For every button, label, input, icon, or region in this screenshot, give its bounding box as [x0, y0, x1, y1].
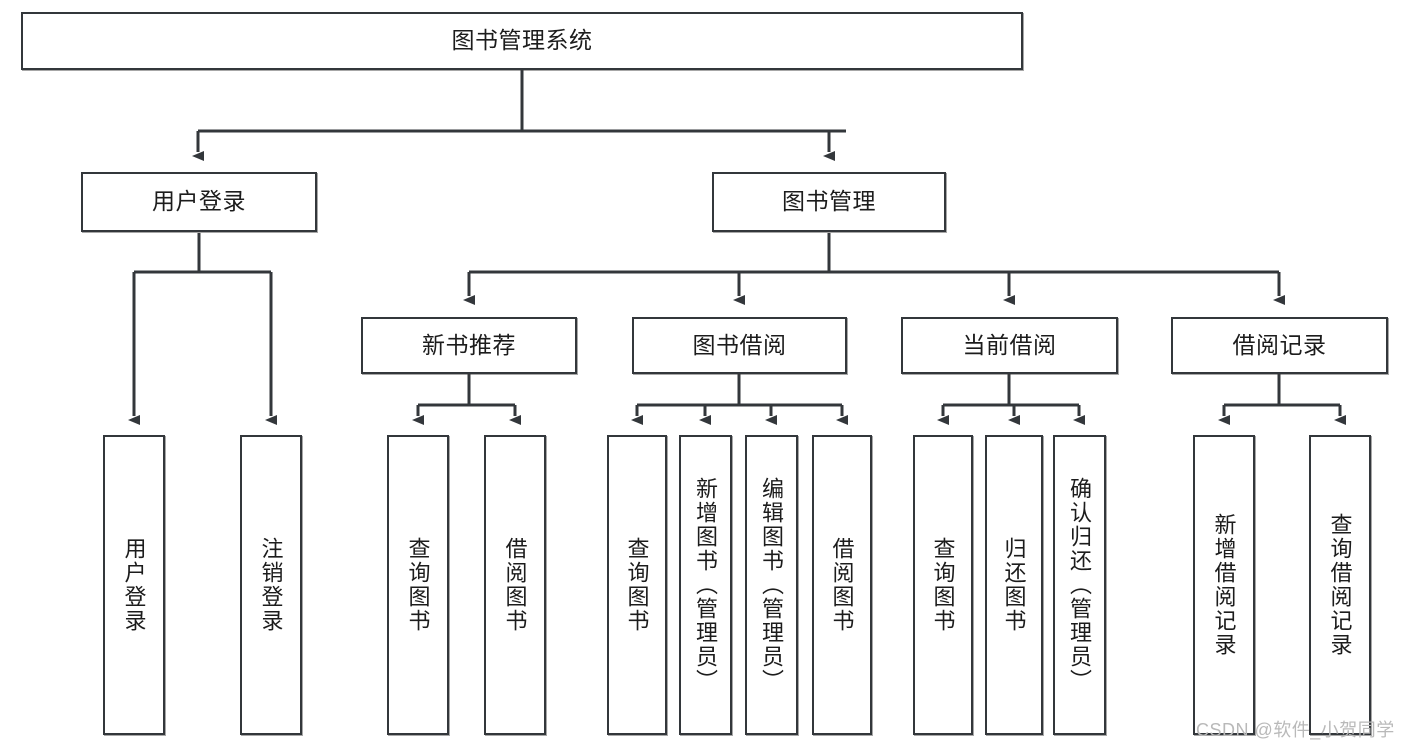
csdn-watermark: CSDN @软件_小贺同学: [1196, 720, 1395, 740]
leaf-query-borrow-record-label: 查询借阅记录: [1327, 513, 1353, 657]
node-user-login[interactable]: 用户登录: [81, 172, 317, 232]
leaf-query-book-recommend-label: 查询图书: [405, 537, 431, 633]
leaf-confirm-return-admin[interactable]: 确认归还（管理员）: [1053, 435, 1106, 735]
leaf-add-borrow-record-label: 新增借阅记录: [1211, 513, 1237, 657]
leaf-query-book-current-label: 查询图书: [930, 537, 956, 633]
node-borrow-record-label: 借阅记录: [1232, 331, 1327, 358]
leaf-edit-book-admin-label: 编辑图书（管理员）: [759, 477, 785, 693]
node-new-book-recommend-label: 新书推荐: [422, 331, 516, 358]
leaf-query-book-borrow-label: 查询图书: [624, 537, 650, 633]
leaf-borrow-book-recommend-label: 借阅图书: [502, 537, 528, 633]
leaf-confirm-return-admin-label: 确认归还（管理员）: [1067, 477, 1093, 693]
leaf-borrow-book-label: 借阅图书: [829, 537, 855, 633]
leaf-query-book-borrow[interactable]: 查询图书: [607, 435, 667, 735]
node-root-label: 图书管理系统: [451, 27, 593, 54]
leaf-add-book-admin-label: 新增图书（管理员）: [693, 477, 719, 693]
leaf-borrow-book-recommend[interactable]: 借阅图书: [484, 435, 546, 735]
leaf-add-book-admin[interactable]: 新增图书（管理员）: [679, 435, 732, 735]
leaf-query-book-recommend[interactable]: 查询图书: [387, 435, 449, 735]
node-current-borrow-label: 当前借阅: [962, 331, 1057, 358]
leaf-return-book[interactable]: 归还图书: [985, 435, 1043, 735]
leaf-query-book-current[interactable]: 查询图书: [913, 435, 973, 735]
leaf-edit-book-admin[interactable]: 编辑图书（管理员）: [745, 435, 798, 735]
node-book-management[interactable]: 图书管理: [712, 172, 946, 232]
leaf-user-logout-label: 注销登录: [258, 537, 284, 633]
leaf-user-login-label: 用户登录: [121, 537, 147, 633]
node-current-borrow[interactable]: 当前借阅: [901, 317, 1118, 374]
node-root[interactable]: 图书管理系统: [21, 12, 1023, 70]
node-new-book-recommend[interactable]: 新书推荐: [361, 317, 577, 374]
node-borrow-record[interactable]: 借阅记录: [1171, 317, 1388, 374]
node-book-management-label: 图书管理: [782, 188, 876, 215]
node-user-login-label: 用户登录: [152, 188, 246, 215]
node-book-borrow[interactable]: 图书借阅: [632, 317, 847, 374]
leaf-add-borrow-record[interactable]: 新增借阅记录: [1193, 435, 1255, 735]
leaf-query-borrow-record[interactable]: 查询借阅记录: [1309, 435, 1371, 735]
leaf-user-logout[interactable]: 注销登录: [240, 435, 302, 735]
leaf-user-login[interactable]: 用户登录: [103, 435, 165, 735]
leaf-borrow-book[interactable]: 借阅图书: [812, 435, 872, 735]
leaf-return-book-label: 归还图书: [1001, 537, 1027, 633]
node-book-borrow-label: 图书借阅: [692, 331, 787, 358]
